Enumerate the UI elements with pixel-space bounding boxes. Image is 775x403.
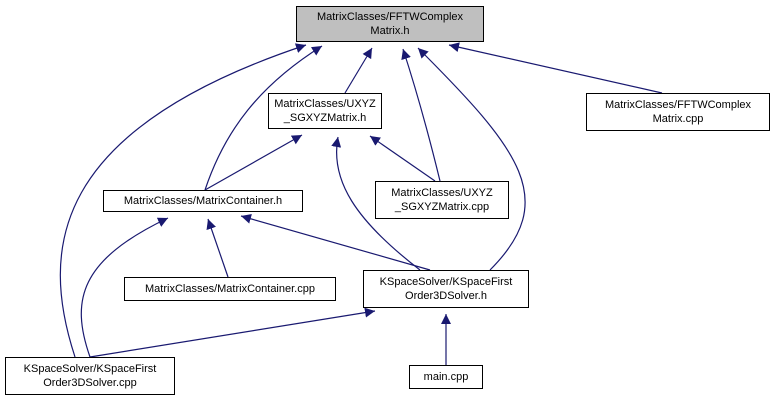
edges: [59, 42, 663, 365]
edge-solver_cpp-to-container_h: [80, 217, 169, 358]
node-kspace-first-order-3d-solver-h[interactable]: KSpaceSolver/KSpaceFirst Order3DSolver.h: [363, 270, 529, 308]
edge-solver_h-to-uxyz_h: [331, 136, 421, 271]
node-uxyz-sgxyz-matrix-cpp[interactable]: MatrixClasses/UXYZ _SGXYZMatrix.cpp: [375, 181, 509, 219]
edge-uxyz_cpp-to-uxyz_h: [369, 135, 436, 182]
edge-container_h-to-fftw_h: [204, 45, 323, 191]
edge-solver_h-to-fftw_h: [417, 47, 526, 271]
edge-uxyz_h-to-fftw_h: [344, 47, 373, 94]
node-label: KSpaceSolver/KSpaceFirst Order3DSolver.c…: [23, 363, 157, 389]
node-label: KSpaceSolver/KSpaceFirst Order3DSolver.h: [379, 276, 513, 302]
edge-solver_cpp-to-solver_h: [89, 307, 376, 358]
node-label: MatrixClasses/FFTWComplex Matrix.h: [316, 11, 464, 37]
node-matrix-container-cpp[interactable]: MatrixClasses/MatrixContainer.cpp: [124, 277, 336, 301]
edge-solver_h-to-container_h: [240, 213, 431, 271]
edge-container_cpp-to-container_h: [206, 218, 229, 278]
node-label: main.cpp: [423, 371, 469, 383]
node-label: MatrixClasses/UXYZ _SGXYZMatrix.h: [274, 98, 376, 124]
node-uxyz-sgxyz-matrix-h[interactable]: MatrixClasses/UXYZ _SGXYZMatrix.h: [268, 93, 382, 129]
node-label: MatrixClasses/FFTWComplex Matrix.cpp: [604, 99, 752, 125]
edge-solver_cpp-to-fftw_h: [59, 43, 307, 358]
node-fftw-complex-matrix-h: MatrixClasses/FFTWComplex Matrix.h: [296, 6, 484, 42]
node-matrix-container-h[interactable]: MatrixClasses/MatrixContainer.h: [103, 190, 303, 212]
node-main-cpp[interactable]: main.cpp: [409, 365, 483, 389]
edge-container_h-to-uxyz_h: [204, 134, 303, 191]
node-label: MatrixClasses/MatrixContainer.h: [123, 195, 283, 207]
edge-fftw_cpp-to-fftw_h: [448, 42, 663, 94]
edge-uxyz_cpp-to-fftw_h: [401, 48, 441, 182]
node-label: MatrixClasses/UXYZ _SGXYZMatrix.cpp: [391, 187, 493, 213]
node-fftw-complex-matrix-cpp[interactable]: MatrixClasses/FFTWComplex Matrix.cpp: [586, 93, 770, 131]
node-label: MatrixClasses/MatrixContainer.cpp: [145, 283, 315, 295]
node-kspace-first-order-3d-solver-cpp[interactable]: KSpaceSolver/KSpaceFirst Order3DSolver.c…: [5, 357, 175, 395]
